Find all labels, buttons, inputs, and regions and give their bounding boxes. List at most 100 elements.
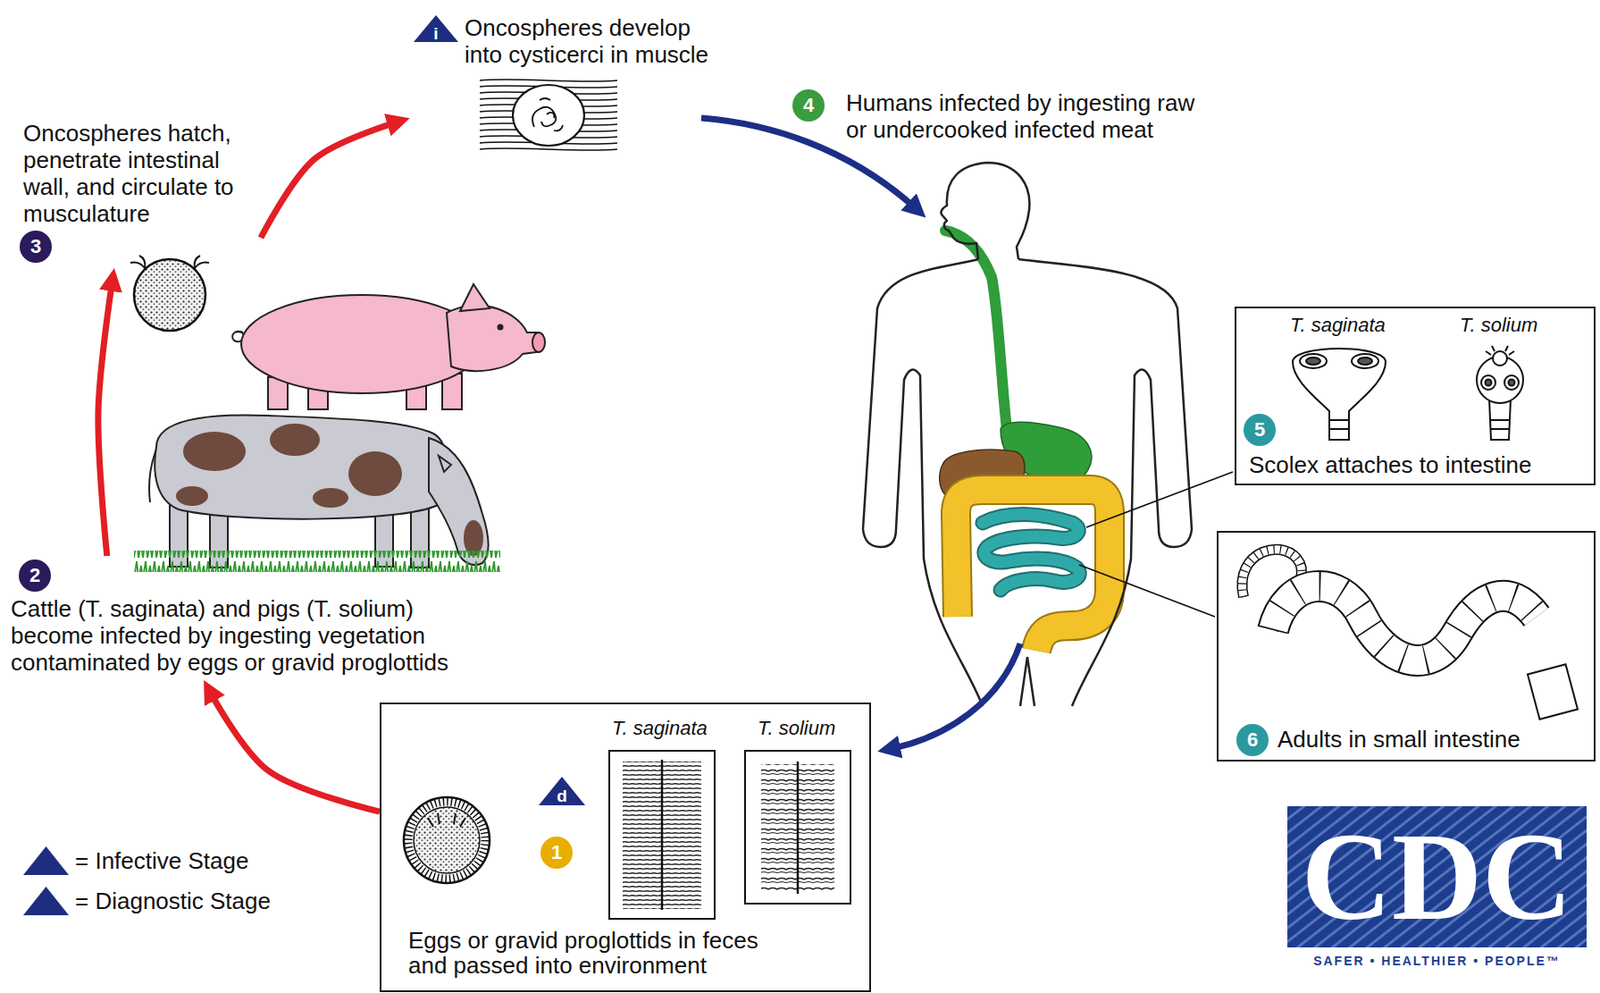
legend-swatch	[23, 846, 69, 875]
callout-number: 1	[540, 836, 573, 869]
human-digestive-tract	[939, 230, 1110, 651]
stage-description: Cattle (T. saginata) and pigs (T. solium…	[10, 594, 458, 676]
taenia-egg	[408, 801, 486, 879]
human-outline	[862, 162, 1192, 706]
scolex-solium	[1508, 379, 1516, 386]
scolex-saginata	[1329, 419, 1349, 429]
gravid-proglottid	[609, 750, 851, 919]
cycle-arrow	[98, 280, 113, 556]
cycle-arrow	[209, 690, 380, 812]
cow-figure	[175, 485, 209, 506]
cow-figure	[154, 414, 447, 519]
stage-description: Oncospheres hatch, penetrate intestinal …	[23, 119, 247, 227]
stage-group: Oncospheres hatch, penetrate intestinal …	[19, 116, 261, 269]
species-name: T. solium	[757, 716, 836, 740]
callout-number: 3	[19, 230, 52, 263]
scolex-saginata	[1306, 357, 1321, 365]
legend-text: = Infective Stage	[75, 846, 249, 875]
taenia-egg	[413, 806, 480, 873]
info-box: 6 Adults in small intestine	[1216, 530, 1596, 762]
logo-text: CDC	[1287, 805, 1587, 947]
stage-marker: d	[537, 775, 587, 806]
stage-letter: d	[537, 786, 587, 806]
oncosphere	[130, 255, 210, 269]
gravid-proglottid	[745, 750, 851, 904]
logo-ground	[1287, 805, 1587, 947]
cow-figure	[134, 550, 501, 572]
oncosphere	[134, 259, 206, 331]
scolex-solium	[1490, 419, 1510, 429]
legend-swatch	[22, 885, 70, 916]
muscle-tissue	[512, 84, 585, 146]
triangle-symbol	[538, 776, 586, 805]
callout-number: 4	[792, 89, 825, 122]
muscle-tissue	[479, 79, 618, 151]
species-name: T. saginata	[611, 716, 708, 740]
pig-figure	[460, 284, 490, 311]
box-caption: Adults in small intestine	[1277, 725, 1521, 753]
stage-letter: i	[412, 24, 460, 44]
scolex-solium	[1476, 345, 1524, 440]
stage-marker: i	[412, 14, 460, 43]
cow-figure	[312, 487, 349, 508]
human-digestive-tract	[955, 489, 1110, 651]
info-box: T. saginata T. solium d 1Eggs or gravid pro…	[379, 702, 872, 992]
scolex-solium	[1485, 345, 1515, 355]
scolex-solium	[1504, 375, 1519, 390]
stage-description: Humans infected by ingesting raw or unde…	[846, 89, 1204, 143]
scolex-saginata	[1292, 348, 1386, 440]
stage-group: 4 Humans infected by ingesting raw or und…	[790, 85, 1211, 149]
adult-worms	[1273, 586, 1537, 661]
excretion-arrow	[889, 643, 1021, 749]
adult-worms	[1241, 549, 1578, 720]
callout-number: 2	[18, 559, 51, 592]
cow-figure	[348, 451, 403, 496]
muscle-tissue	[532, 98, 563, 131]
pig-figure	[241, 294, 483, 394]
callout-number: 5	[1243, 413, 1276, 446]
logo-tagline: SAFER • HEALTHIER • PEOPLE™	[1287, 952, 1587, 969]
adult-worms	[1527, 663, 1578, 720]
human-outline	[940, 162, 1030, 260]
cow-figure	[428, 437, 489, 565]
human-outline	[1018, 259, 1192, 706]
human-outline	[862, 259, 983, 706]
cow-figure	[134, 414, 501, 572]
box-caption: Scolex attaches to intestine	[1248, 451, 1533, 478]
taenia-egg	[403, 796, 490, 883]
human-digestive-tract	[945, 230, 1008, 438]
scolex-saginata	[1299, 353, 1327, 369]
pig-figure	[532, 332, 545, 352]
cow-figure	[269, 423, 320, 456]
stage-description: Eggs or gravid proglottids in feces and …	[408, 927, 793, 978]
gravid-proglottid	[661, 759, 664, 910]
oncosphere	[130, 255, 210, 331]
legend-swatch	[23, 886, 69, 915]
scolex-saginata	[1351, 353, 1379, 369]
muscle-tissue	[479, 79, 618, 151]
scolex-solium	[1481, 375, 1496, 390]
scolex-solium	[1492, 351, 1508, 366]
pig-figure	[446, 305, 544, 371]
pig-figure	[232, 284, 545, 410]
legend-text: = Diagnostic Stage	[75, 886, 271, 915]
species-name: T. solium	[1459, 313, 1538, 337]
cow-figure	[438, 455, 452, 472]
scolex-solium	[1485, 379, 1492, 386]
scolex-saginata	[1292, 348, 1386, 440]
gravid-proglottid	[796, 761, 800, 894]
cycle-arrow	[260, 121, 398, 238]
stage-group: 2Cattle (T. saginata) and pigs (T. soliu…	[7, 555, 472, 681]
callout-number: 6	[1236, 723, 1269, 756]
leader-line	[1086, 471, 1233, 528]
cow-figure	[183, 431, 246, 471]
pig-figure	[498, 325, 503, 330]
taenia-egg	[403, 796, 490, 883]
leader-line	[1079, 564, 1215, 617]
gravid-proglottid	[609, 750, 715, 919]
adult-worms	[1273, 586, 1537, 661]
human-digestive-tract	[982, 514, 1080, 590]
scolex-saginata	[1357, 357, 1373, 365]
legend-swatch	[22, 845, 70, 876]
